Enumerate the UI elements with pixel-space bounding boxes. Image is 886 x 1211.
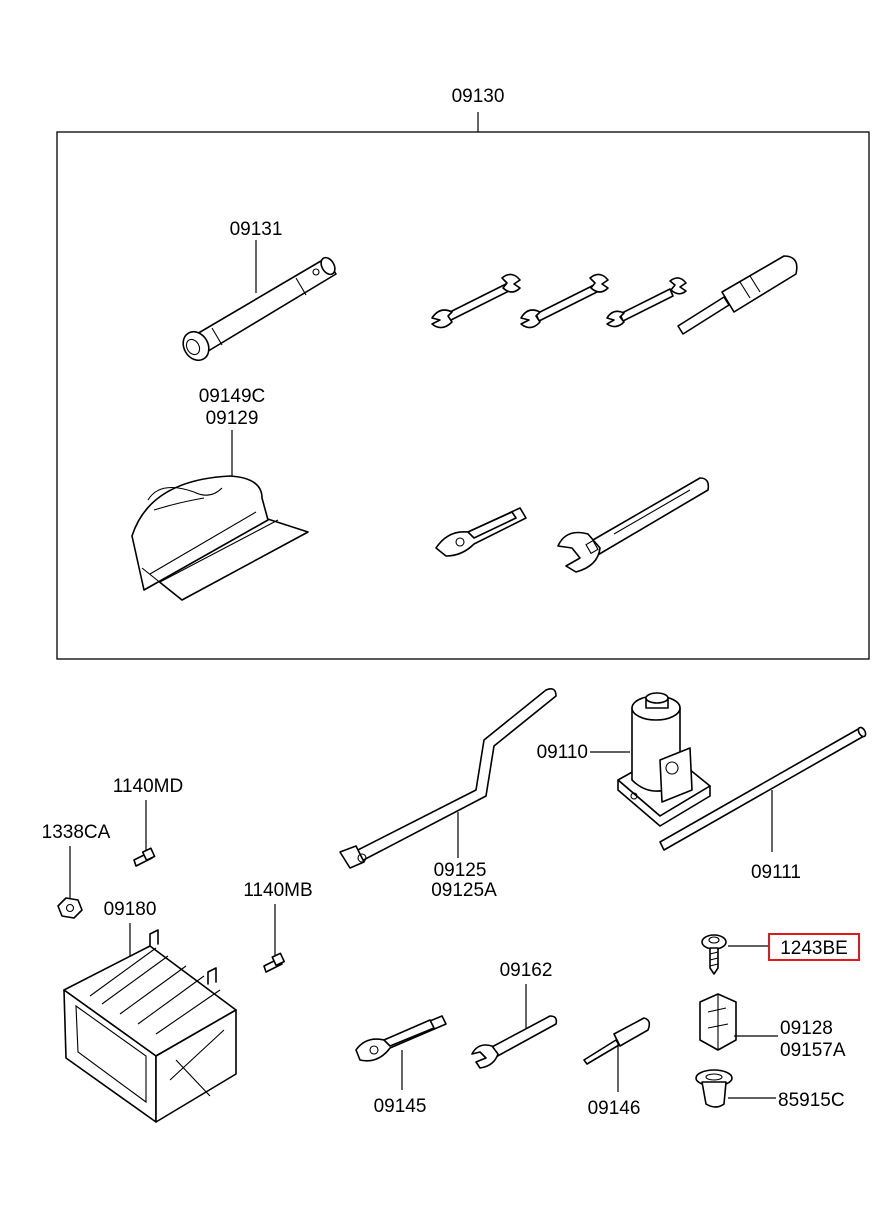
adjustable-wrench-kit-part — [557, 477, 710, 573]
label-bag-2: 09129 — [206, 408, 259, 429]
label-bag-1: 09149C — [199, 386, 266, 407]
label-kit: 09130 — [452, 86, 505, 107]
label-socket-wrench: 09131 — [230, 219, 283, 240]
label-pliers: 09145 — [374, 1096, 427, 1117]
socket-wrench-part — [182, 256, 337, 362]
bolt-1140md-part — [133, 847, 156, 867]
label-grommet: 85915C — [778, 1090, 845, 1111]
open-end-wrench-1 — [431, 273, 521, 329]
nut-1338ca-part — [57, 897, 83, 919]
label-screw-highlighted: 1243BE — [780, 938, 848, 959]
pliers-kit-part — [435, 507, 527, 557]
label-screwdriver: 09146 — [588, 1098, 641, 1119]
open-end-wrench-2 — [520, 273, 609, 329]
label-extension-bar: 09111 — [751, 862, 801, 883]
open-end-wrench-3 — [606, 277, 687, 328]
wrench-09162-part — [471, 1015, 558, 1069]
crank-handle-part — [339, 688, 557, 869]
label-clip-1: 09128 — [780, 1018, 833, 1039]
tool-bag-part — [131, 475, 309, 601]
tool-case-part — [63, 929, 237, 1123]
label-crank-1: 09125 — [434, 860, 487, 881]
clip-part — [699, 993, 737, 1051]
label-crank-2: 09125A — [431, 880, 497, 901]
label-jack: 09110 — [537, 742, 588, 763]
extension-bar-part — [659, 726, 867, 851]
label-bolt-1140mb: 1140MB — [243, 880, 312, 901]
label-wrench-09162: 09162 — [500, 960, 553, 981]
screw-1243be-part — [701, 934, 727, 975]
screwdriver-kit-part — [677, 255, 798, 335]
highlight-box — [768, 933, 860, 961]
grommet-part — [695, 1069, 733, 1108]
tool-kit-frame — [56, 131, 870, 660]
label-nut: 1338CA — [42, 822, 111, 843]
bottle-jack-part — [617, 692, 711, 827]
bolt-1140mb-part — [263, 952, 286, 973]
label-clip-2: 09157A — [780, 1040, 846, 1061]
screwdriver-part — [583, 1017, 651, 1065]
pliers-part — [355, 1015, 447, 1062]
label-case: 09180 — [104, 899, 157, 920]
label-bolt-1140md: 1140MD — [113, 776, 183, 797]
